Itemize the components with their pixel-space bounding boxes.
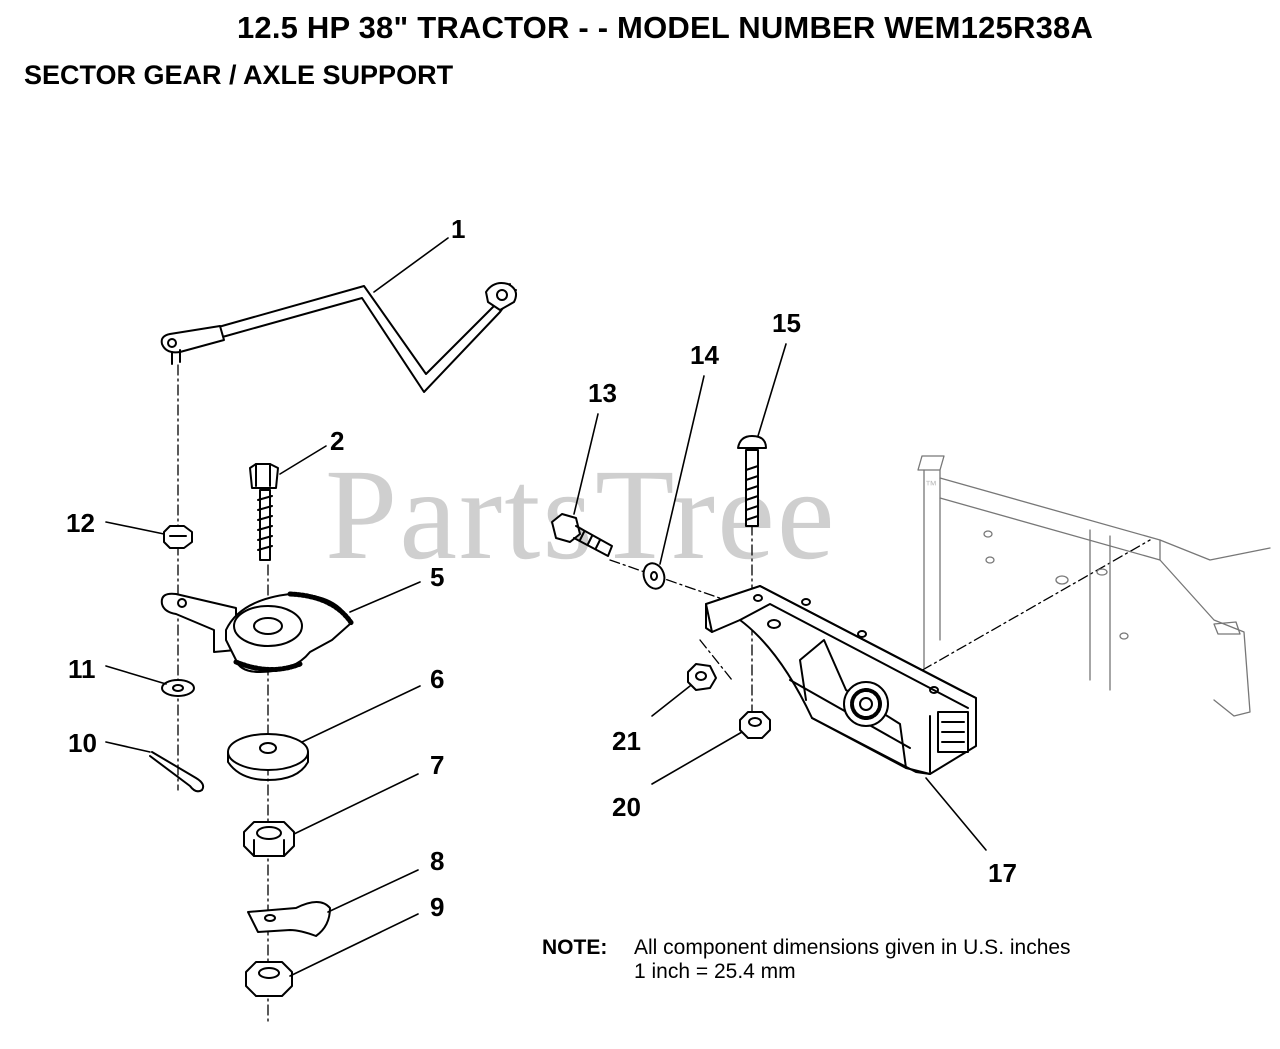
bolt-part-13 (551, 513, 613, 557)
carriage-bolt-part-15 (737, 435, 767, 527)
diagram-title: 12.5 HP 38" TRACTOR - - MODEL NUMBER WEM… (236, 10, 1094, 45)
callout-2: 2 (330, 426, 345, 456)
callout-9: 9 (430, 892, 445, 922)
tractor-frame-background (917, 455, 1271, 717)
washer-part-14 (642, 562, 666, 590)
callout-8: 8 (430, 846, 445, 876)
callout-12: 12 (66, 508, 95, 538)
callout-14: 14 (690, 340, 719, 370)
callout-21: 21 (612, 726, 641, 756)
callout-11: 11 (68, 654, 96, 684)
leader-lines (105, 237, 987, 977)
callout-5: 5 (430, 562, 445, 592)
clip-part-8 (247, 901, 331, 937)
watermark-trademark: ™ (925, 478, 937, 492)
nut-part-21 (687, 663, 717, 691)
callout-15: 15 (772, 308, 801, 338)
sector-gear-part-5 (160, 591, 355, 673)
callout-13: 13 (588, 378, 617, 408)
nut-part-20 (739, 711, 771, 739)
callout-7: 7 (430, 750, 445, 780)
spacer-part-6 (227, 733, 309, 781)
callout-1: 1 (451, 214, 466, 244)
callout-20: 20 (612, 792, 641, 822)
note-line-2: 1 inch = 25.4 mm (634, 960, 796, 983)
note-label: NOTE: (542, 936, 608, 959)
flange-nut-part-12 (163, 525, 193, 549)
cotter-pin-part-10 (149, 751, 205, 793)
nut-part-7 (243, 821, 295, 857)
callout-6: 6 (430, 664, 445, 694)
drag-link-part-1 (160, 282, 517, 393)
washer-part-11 (161, 679, 195, 697)
axle-support-part-17 (705, 585, 977, 775)
note-line-1: All component dimensions given in U.S. i… (634, 936, 1071, 959)
callout-17: 17 (988, 858, 1017, 888)
callout-10: 10 (68, 728, 97, 758)
bolt-part-2 (249, 463, 279, 561)
nut-part-9 (245, 961, 293, 997)
section-title: SECTOR GEAR / AXLE SUPPORT (24, 60, 454, 90)
